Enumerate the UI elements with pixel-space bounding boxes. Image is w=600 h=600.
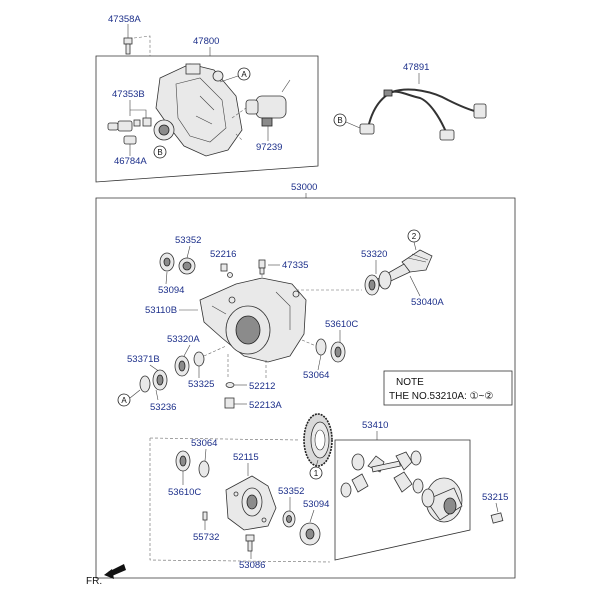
- wiring-harness-47891: [359, 88, 487, 141]
- label-46784A: 46784A: [114, 156, 147, 167]
- label-53320: 53320: [361, 249, 387, 260]
- label-53110B: 53110B: [145, 305, 177, 316]
- flange-53352-top: [159, 252, 196, 275]
- label-53064-left: 53064: [191, 438, 217, 449]
- svg-text:2: 2: [412, 232, 417, 241]
- pin-55732: [202, 511, 208, 521]
- flange-53094-bottom: [299, 522, 321, 546]
- label-47800: 47800: [193, 36, 219, 47]
- washer-52212: [225, 382, 235, 388]
- differential-case-frame: [334, 439, 471, 561]
- label-52212: 52212: [249, 381, 275, 392]
- label-53610C-right: 53610C: [325, 319, 358, 330]
- bolt-53086: [245, 534, 255, 552]
- label-53352-bottom: 53352: [278, 486, 304, 497]
- plug-52216: [220, 263, 233, 278]
- marker-a-lower: A: [117, 393, 131, 407]
- bolt-53215: [490, 512, 504, 524]
- seal-53610C-right: [330, 341, 346, 363]
- seal-53352-bottom: [282, 510, 296, 528]
- ring-53064-right: [315, 338, 327, 356]
- label-53320A: 53320A: [167, 334, 200, 345]
- label-53094-top: 53094: [158, 285, 184, 296]
- ring-gear: [303, 413, 333, 467]
- bearing-53320A: [174, 355, 190, 377]
- label-53040A: 53040A: [411, 297, 444, 308]
- label-53325: 53325: [188, 379, 214, 390]
- seal-53610C-left: [175, 450, 191, 472]
- differential-assembly-frame: [95, 197, 516, 579]
- svg-text:A: A: [121, 396, 127, 405]
- label-53371B: 53371B: [127, 354, 160, 365]
- svg-text:B: B: [337, 116, 342, 125]
- differential-case: [421, 477, 463, 523]
- front-direction-label: FR.: [86, 576, 102, 587]
- label-97239: 97239: [256, 142, 282, 153]
- transfer-case-housing: [153, 63, 243, 157]
- label-53236: 53236: [150, 402, 176, 413]
- label-52213A: 52213A: [249, 400, 282, 411]
- seal-46784A: [123, 135, 137, 145]
- label-53610C-left: 53610C: [168, 487, 201, 498]
- label-53094-bottom: 53094: [303, 499, 329, 510]
- label-47353B: 47353B: [112, 89, 145, 100]
- note-title: NOTE: [396, 377, 424, 388]
- marker-b-left: B: [153, 145, 167, 159]
- front-direction-arrow-icon: [104, 564, 126, 579]
- bearing-53320: [364, 270, 392, 296]
- marker-1: 1: [309, 466, 323, 480]
- label-47358A: 47358A: [108, 14, 141, 25]
- svg-text:A: A: [241, 70, 247, 79]
- carrier-housing-53110B: [199, 277, 307, 363]
- marker-a-top: A: [237, 67, 251, 81]
- label-55732: 55732: [193, 532, 219, 543]
- sensor-47353B: [107, 117, 152, 132]
- label-52115: 52115: [233, 452, 259, 463]
- breather-47335: [258, 259, 266, 275]
- ring-53064-left: [198, 460, 210, 478]
- label-53410: 53410: [362, 420, 388, 431]
- seal-53371B: [139, 369, 168, 393]
- label-53086: 53086: [239, 560, 265, 571]
- actuator-97239: [245, 79, 291, 127]
- spacer-53325: [193, 351, 205, 367]
- label-53215: 53215: [482, 492, 508, 503]
- bolt-47358A: [123, 37, 133, 55]
- note-box: NOTE THE NO.53210A: ①~②: [383, 370, 513, 406]
- label-53064-right: 53064: [303, 370, 329, 381]
- plug-52213A: [224, 397, 235, 409]
- marker-b-harness: B: [333, 113, 347, 127]
- upper-assembly-frame: [95, 55, 319, 183]
- label-53352-top: 53352: [175, 235, 201, 246]
- label-52216: 52216: [210, 249, 236, 260]
- svg-text:1: 1: [314, 469, 319, 478]
- cover-52115: [225, 475, 277, 531]
- side-gears: [340, 450, 424, 498]
- note-body: THE NO.53210A: ①~②: [389, 391, 493, 402]
- label-47891: 47891: [403, 62, 429, 73]
- svg-text:B: B: [157, 148, 162, 157]
- marker-2: 2: [407, 229, 421, 243]
- label-47335: 47335: [282, 260, 308, 271]
- label-53000: 53000: [291, 182, 317, 193]
